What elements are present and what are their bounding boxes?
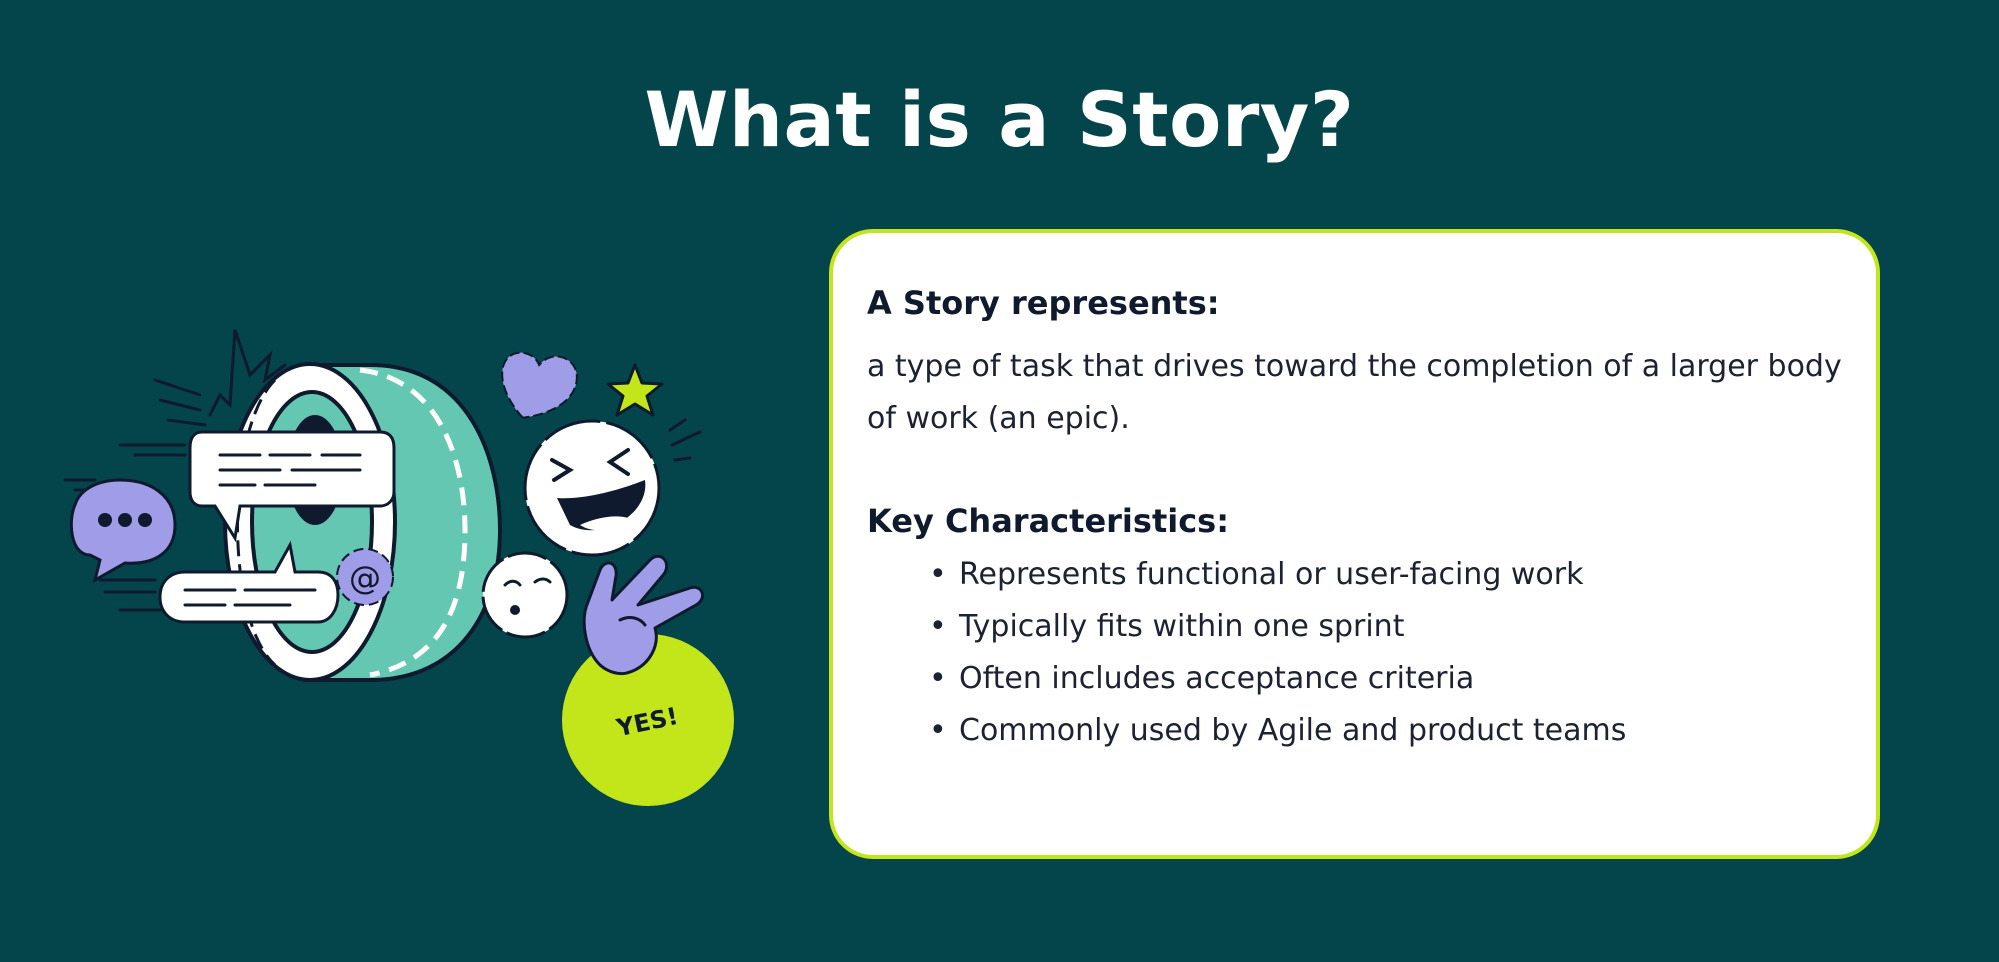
speech-bubble-icon [158, 540, 340, 624]
speech-bubble-icon [188, 430, 396, 543]
ellipsis-bubble-icon [69, 478, 177, 584]
bullet-dot-icon: • [929, 661, 947, 696]
list-item: • Commonly used by Agile and product team… [929, 705, 1626, 757]
star-icon [606, 363, 664, 417]
yes-badge: YES! [562, 634, 734, 806]
list-item-text: Often includes acceptance criteria [959, 661, 1475, 696]
bullet-dot-icon: • [929, 713, 947, 748]
illustration: @ YES! [60, 320, 750, 820]
list-item-text: Typically fits within one sprint [959, 609, 1405, 644]
bullet-dot-icon: • [929, 609, 947, 644]
characteristics-list: • Represents functional or user-facing wo… [929, 549, 1626, 757]
at-symbol-icon: @ [336, 548, 394, 606]
at-symbol: @ [349, 559, 381, 597]
story-definition-text: a type of task that drives toward the co… [867, 349, 1842, 436]
list-item-text: Commonly used by Agile and product teams [959, 713, 1627, 748]
laughing-face-icon [523, 419, 661, 557]
winking-face-icon [481, 551, 569, 639]
card-heading-characteristics: Key Characteristics: [867, 502, 1230, 540]
slide-title: What is a Story? [644, 75, 1355, 164]
list-item: • Often includes acceptance criteria [929, 653, 1626, 705]
card-heading-represents: A Story represents: [867, 284, 1220, 322]
list-item-text: Represents functional or user-facing wor… [959, 557, 1584, 592]
megaphone-icon [223, 362, 503, 682]
heart-icon [501, 351, 578, 419]
burst-icon [153, 329, 287, 427]
peace-hand-icon [582, 554, 705, 676]
bullet-dot-icon: • [929, 557, 947, 592]
list-item: • Typically fits within one sprint [929, 601, 1626, 653]
story-definition-card: A Story represents: a type of task that … [829, 229, 1880, 859]
list-item: • Represents functional or user-facing wo… [929, 549, 1626, 601]
